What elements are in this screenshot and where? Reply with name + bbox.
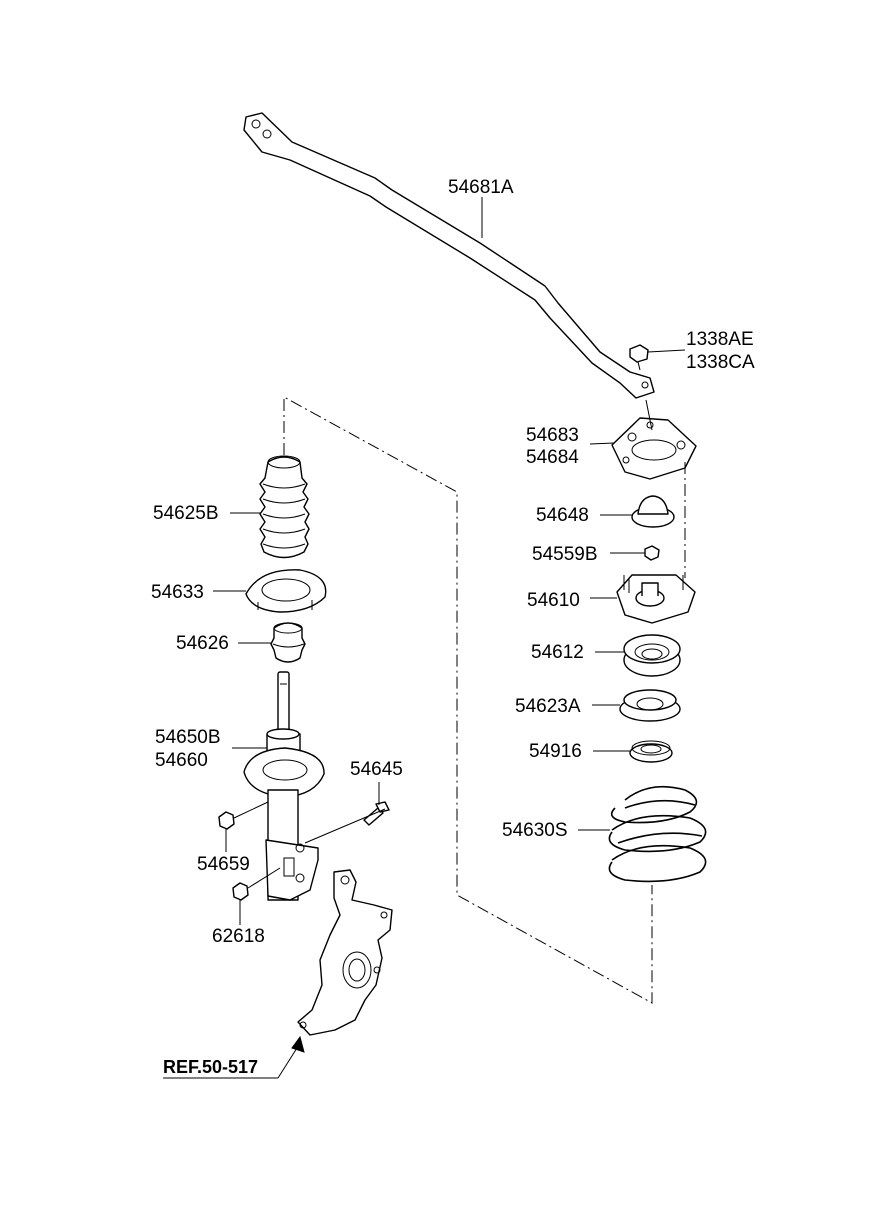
strut-assembly bbox=[243, 671, 325, 901]
nut-upper bbox=[218, 811, 235, 830]
label-lock-nut: 54559B bbox=[532, 544, 598, 565]
nut-lower bbox=[232, 882, 249, 901]
dust-cover bbox=[259, 455, 310, 559]
label-bump-stopper: 54626 bbox=[176, 633, 229, 654]
label-strut-plate-a: 54683 bbox=[526, 425, 579, 446]
label-nut-lower: 62618 bbox=[212, 926, 265, 947]
label-reference: REF.50-517 bbox=[163, 1057, 259, 1077]
strut-mounting-plate bbox=[611, 399, 697, 480]
insulator-assembly bbox=[616, 574, 696, 624]
bump-stopper bbox=[270, 622, 306, 663]
bolt bbox=[363, 801, 390, 826]
label-link-nut-a: 1338AE bbox=[686, 329, 754, 350]
label-strut-assembly-a: 54650B bbox=[155, 727, 221, 748]
spring-pad bbox=[629, 740, 673, 763]
label-strut-assembly-b: 54660 bbox=[155, 750, 208, 771]
stabilizer-bar bbox=[243, 112, 655, 399]
label-spring-pad: 54916 bbox=[529, 741, 582, 762]
label-strut-plate-b: 54684 bbox=[526, 447, 579, 468]
label-nut-upper: 54659 bbox=[197, 854, 250, 875]
label-coil-spring: 54630S bbox=[502, 820, 568, 841]
lock-nut bbox=[644, 545, 660, 561]
upper-spring-seat bbox=[619, 689, 681, 722]
link-nut bbox=[629, 344, 649, 371]
label-insulator-assembly: 54610 bbox=[527, 590, 580, 611]
label-bolt: 54645 bbox=[350, 759, 403, 780]
steering-knuckle bbox=[297, 869, 393, 1036]
cap bbox=[631, 495, 675, 528]
coil-spring bbox=[608, 785, 707, 883]
label-upper-spring-seat: 54623A bbox=[515, 696, 581, 717]
ref-arrow bbox=[163, 1035, 305, 1079]
label-lower-spring-seat: 54633 bbox=[151, 582, 204, 603]
lower-spring-seat bbox=[245, 569, 327, 613]
label-bearing: 54612 bbox=[531, 642, 584, 663]
leader-lines bbox=[213, 197, 686, 925]
label-cap: 54648 bbox=[536, 505, 589, 526]
label-stabilizer-bar: 54681A bbox=[448, 177, 514, 198]
label-dust-cover: 54625B bbox=[153, 503, 219, 524]
label-link-nut-b: 1338CA bbox=[686, 352, 755, 373]
assembly-dash-lines bbox=[283, 396, 686, 1004]
bearing bbox=[623, 634, 681, 677]
